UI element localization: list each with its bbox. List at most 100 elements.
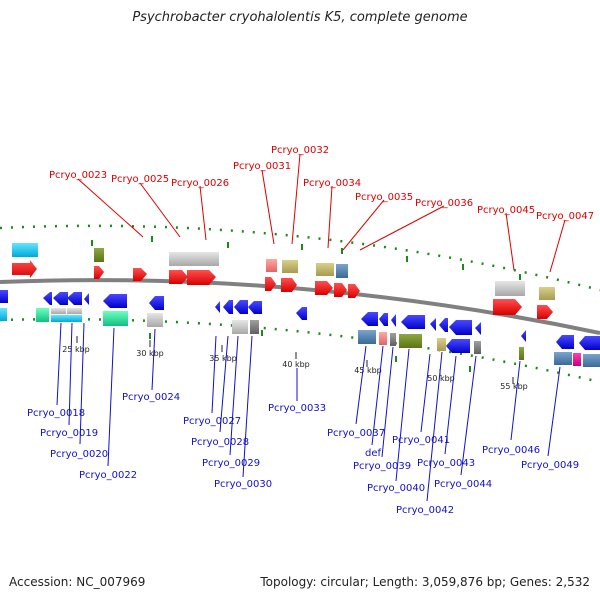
gene-arrow-reverse[interactable] — [361, 312, 378, 326]
gene-arrow-reverse[interactable] — [53, 292, 68, 305]
gene-label[interactable]: Pcryo_0027 — [183, 416, 241, 427]
gene-arrow-reverse[interactable] — [579, 336, 600, 350]
gene-block-pink[interactable] — [266, 259, 277, 272]
gene-arrow-forward[interactable] — [12, 260, 37, 278]
gene-label[interactable]: Pcryo_0031 — [233, 161, 291, 172]
gene-block-cyan[interactable] — [0, 308, 7, 321]
gene-block-grey[interactable] — [51, 308, 66, 314]
gene-label[interactable]: Pcryo_0041 — [392, 435, 450, 446]
gene-arrow-reverse[interactable] — [223, 300, 233, 314]
gene-arrow-reverse[interactable] — [296, 307, 307, 320]
gene-block-olive[interactable] — [519, 347, 524, 360]
gene-arrow-reverse[interactable] — [248, 301, 262, 314]
gene-label[interactable]: Pcryo_0046 — [482, 445, 540, 456]
gene-arrow-reverse[interactable] — [521, 330, 526, 342]
gene-label[interactable]: Pcryo_0028 — [191, 437, 249, 448]
gene-label[interactable]: def — [365, 448, 382, 459]
gene-arrow-forward[interactable] — [187, 270, 216, 285]
gene-label[interactable]: Pcryo_0033 — [268, 403, 326, 414]
gene-arrow-reverse[interactable] — [67, 292, 82, 305]
gene-block-mint[interactable] — [103, 311, 128, 326]
gene-arrow-forward[interactable] — [265, 277, 276, 291]
gene-arrow-reverse[interactable] — [391, 314, 396, 327]
gene-label[interactable]: Pcryo_0029 — [202, 458, 260, 469]
gene-arrow-forward[interactable] — [169, 270, 188, 284]
gene-label[interactable]: Pcryo_0025 — [111, 174, 169, 185]
gene-arrow-reverse[interactable] — [84, 293, 89, 305]
gene-arrow-reverse[interactable] — [0, 290, 8, 303]
gene-arrow-forward[interactable] — [334, 283, 347, 297]
gene-label[interactable]: Pcryo_0024 — [122, 392, 180, 403]
gene-label[interactable]: Pcryo_0039 — [353, 461, 411, 472]
gene-label[interactable]: Pcryo_0034 — [303, 178, 361, 189]
gene-label[interactable]: Pcryo_0032 — [271, 145, 329, 156]
gene-label[interactable]: Pcryo_0049 — [521, 460, 579, 471]
gene-arrow-reverse[interactable] — [234, 300, 248, 314]
gene-arrow-forward[interactable] — [281, 278, 297, 292]
gene-block-dark[interactable] — [250, 320, 259, 334]
gene-label[interactable]: Pcryo_0030 — [214, 479, 272, 490]
gene-block-khaki[interactable] — [437, 338, 446, 351]
top-leader-lines — [77, 153, 566, 273]
forward-strand-genes — [12, 243, 555, 319]
gene-block-pink[interactable] — [379, 332, 387, 345]
gene-label[interactable]: Pcryo_0035 — [355, 192, 413, 203]
gene-arrow-forward[interactable] — [493, 299, 522, 315]
gene-label[interactable]: Pcryo_0042 — [396, 505, 454, 516]
gene-block-grey[interactable] — [495, 281, 525, 296]
gene-block-grey[interactable] — [67, 308, 82, 314]
gene-arrow-reverse[interactable] — [103, 294, 127, 308]
genome-backbone — [0, 278, 600, 335]
gene-block-steel[interactable] — [336, 264, 348, 278]
gene-block-steel[interactable] — [358, 330, 376, 344]
gene-block-dark[interactable] — [390, 333, 396, 346]
gene-arrow-reverse[interactable] — [43, 292, 52, 305]
gene-arrow-forward[interactable] — [133, 268, 147, 281]
gene-label[interactable]: Pcryo_0026 — [171, 178, 229, 189]
gene-arrow-reverse[interactable] — [215, 301, 220, 313]
gene-label[interactable]: Pcryo_0040 — [367, 483, 425, 494]
gene-block-steel[interactable] — [583, 354, 600, 367]
gene-arrow-reverse[interactable] — [439, 318, 448, 332]
gene-arrow-reverse[interactable] — [475, 322, 481, 335]
gene-block-olive[interactable] — [94, 248, 104, 262]
gene-arrow-reverse[interactable] — [430, 318, 436, 331]
gene-arrow-forward[interactable] — [348, 284, 360, 298]
gene-label[interactable]: Pcryo_0036 — [415, 198, 473, 209]
gene-arrow-forward[interactable] — [537, 305, 553, 319]
gene-block-cyan[interactable] — [12, 243, 38, 257]
gene-arrow-reverse[interactable] — [556, 335, 574, 349]
tick-label: 30 kbp — [136, 349, 164, 358]
gene-block-grey[interactable] — [169, 252, 219, 266]
gene-label[interactable]: Pcryo_0023 — [49, 170, 107, 181]
gene-label[interactable]: Pcryo_0037 — [327, 428, 385, 439]
gene-block-mint[interactable] — [36, 308, 49, 322]
gene-label[interactable]: Pcryo_0043 — [417, 458, 475, 469]
gene-arrow-reverse[interactable] — [401, 315, 425, 329]
gene-arrow-forward[interactable] — [315, 281, 333, 295]
accession-label: Accession: NC_007969 — [9, 575, 146, 589]
gene-label[interactable]: Pcryo_0044 — [434, 479, 492, 490]
gene-block-dark[interactable] — [474, 341, 481, 354]
gene-block-magenta[interactable] — [573, 353, 581, 366]
gene-block-steel[interactable] — [554, 352, 572, 365]
gene-arrow-reverse[interactable] — [446, 339, 470, 353]
gene-label[interactable]: Pcryo_0022 — [79, 470, 137, 481]
gene-label[interactable]: Pcryo_0018 — [27, 408, 85, 419]
gene-block-grey[interactable] — [232, 320, 248, 334]
gene-arrow-reverse[interactable] — [449, 320, 472, 335]
gene-arrow-forward[interactable] — [94, 266, 104, 279]
gene-block-khaki[interactable] — [282, 260, 298, 273]
gene-block-khaki[interactable] — [316, 263, 334, 276]
gene-label[interactable]: Pcryo_0020 — [50, 449, 108, 460]
gene-arrow-reverse[interactable] — [149, 296, 164, 310]
gene-label[interactable]: Pcryo_0045 — [477, 205, 535, 216]
gene-block-khaki[interactable] — [539, 287, 555, 300]
gene-arrow-reverse[interactable] — [379, 313, 388, 326]
gene-block-cyan[interactable] — [51, 315, 82, 322]
gene-block-grey[interactable] — [147, 313, 163, 327]
gene-block-olive[interactable] — [399, 334, 422, 348]
gene-label[interactable]: Pcryo_0019 — [40, 428, 98, 439]
gene-label[interactable]: Pcryo_0047 — [536, 211, 594, 222]
